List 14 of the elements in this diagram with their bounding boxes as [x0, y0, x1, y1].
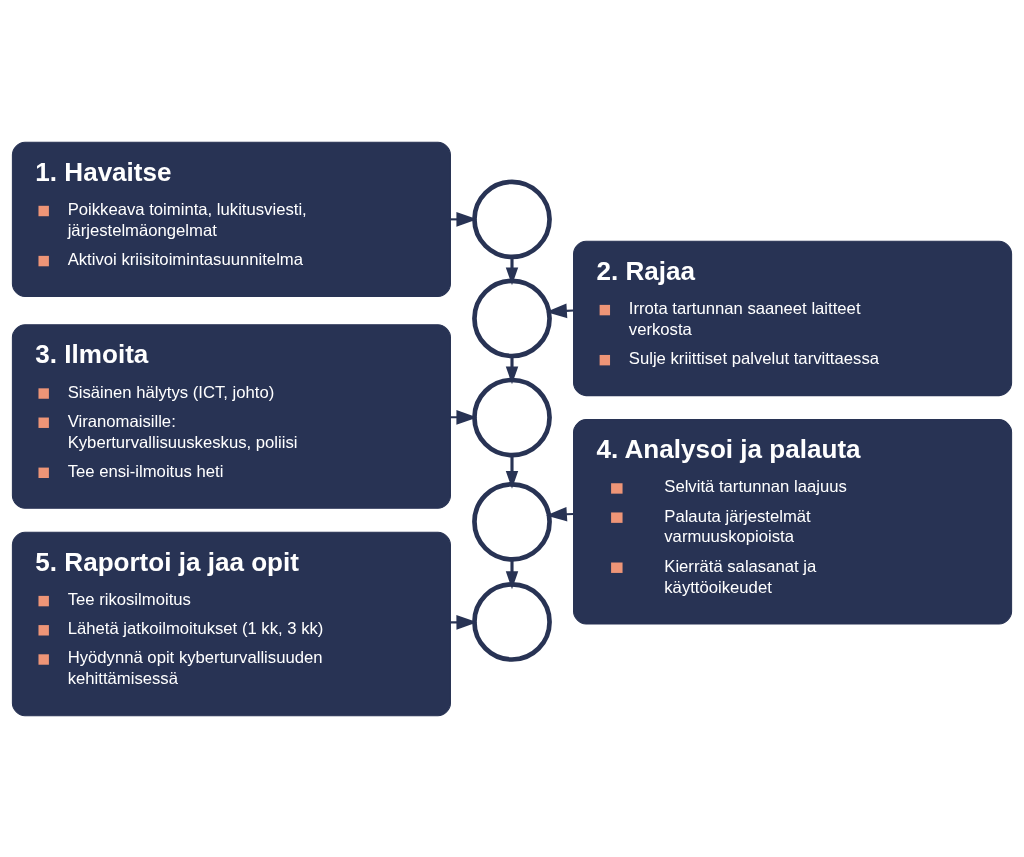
node-circle: [472, 481, 552, 562]
node-box: 2. Rajaa Irrota tartunnan saaneet laitteet verkosta Sulje kriittiset palvelut tarvittaessa: [573, 240, 1013, 396]
arrow: [505, 454, 519, 489]
arrow: [505, 355, 519, 384]
node-circle: [472, 278, 552, 358]
node-box: 1. Havaitse Poikkeava toiminta, lukitusviesti, järjestelmäongelmat Aktivoi kriisitoimintasuunnitelma: [11, 141, 451, 297]
node-circle: [472, 581, 552, 662]
node-box: 4. Analysoi ja palauta Selvitä tartunnan laajuus Palauta järjestelmät varmuuskopioista Kierrätä salasanat ja käyttöoikeudet: [573, 418, 1013, 625]
node-box: 5. Raportoi ja jaa opit Tee rikosilmoitus Lähetä jatkoilmoitukset (1 kk, 3 kk) Hyödynnä opit kyberturvallisuuden kehittämisessä: [11, 531, 451, 716]
node-box: 3. Ilmoita Sisäinen hälytys (ICT, johto) Viranomaisille: Kyberturvallisuuskeskus, poliisi Tee ensi-ilmoitus heti: [11, 323, 451, 509]
arrow: [505, 558, 519, 589]
node-circle: [472, 377, 552, 457]
node-circle: [472, 178, 552, 259]
arrow: [505, 256, 519, 285]
